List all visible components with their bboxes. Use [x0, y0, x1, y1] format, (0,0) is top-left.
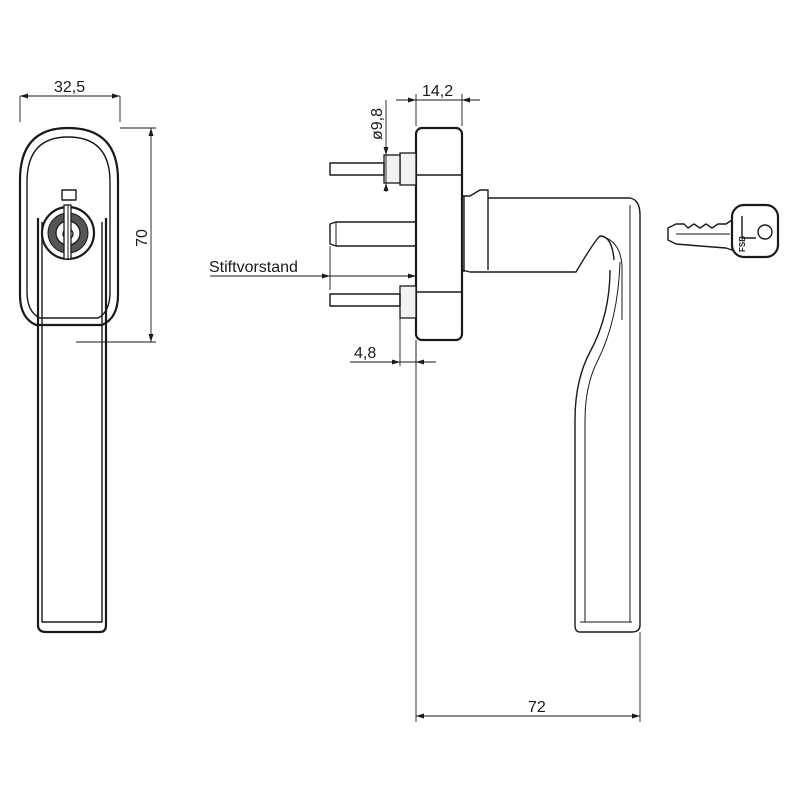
side-view-handle [329, 126, 641, 633]
label-base-thickness: 14,2 [422, 83, 453, 100]
label-pin-projection: Stiftvorstand [209, 259, 298, 276]
front-view-handle [18, 126, 120, 634]
key-brand-mark: FSB [738, 236, 747, 252]
dim-width-front [19, 93, 121, 122]
label-pin-offset: 4,8 [354, 345, 376, 362]
dim-cylinder-diameter [383, 100, 400, 192]
dim-height-lock-area [76, 127, 156, 343]
key-icon: FSB [667, 203, 780, 259]
dim-pin-projection [210, 246, 416, 290]
label-height-lock-area: 70 [134, 229, 151, 247]
dim-handle-length [415, 340, 641, 722]
label-cylinder-diameter: ø9,8 [369, 108, 386, 140]
label-width-front: 32,5 [54, 79, 85, 96]
dim-base-thickness [396, 94, 480, 126]
label-handle-length: 72 [528, 699, 546, 716]
